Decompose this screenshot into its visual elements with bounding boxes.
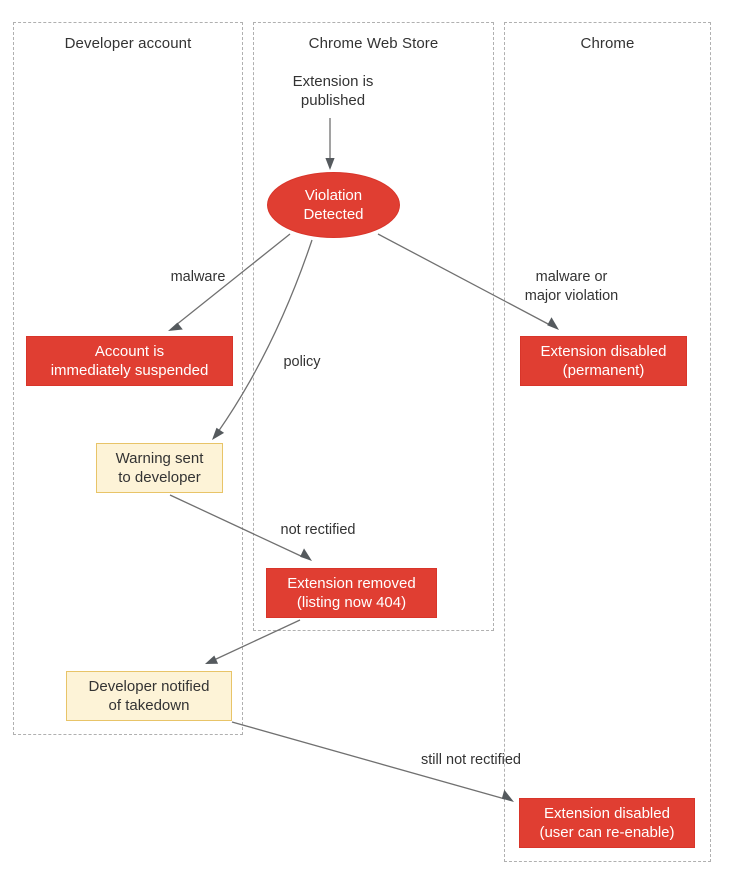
edge-label-not-rectified: not rectified <box>280 522 356 538</box>
node-developer-notified[interactable]: Developer notified of takedown <box>66 671 232 721</box>
swimlane-label-developer-account: Developer account <box>64 35 192 52</box>
swimlane-label-chrome-web-store: Chrome Web Store <box>308 35 439 52</box>
edge-label-still-not-rectified: still not rectified <box>421 752 521 768</box>
node-extension-disabled-permanent[interactable]: Extension disabled (permanent) <box>520 336 687 386</box>
edge-label-policy: policy <box>283 354 321 370</box>
swimlane-label-chrome: Chrome <box>580 35 635 52</box>
edge-label-malware-or-major-violation: malware or major violation <box>524 269 619 304</box>
node-violation-detected[interactable]: Violation Detected <box>267 172 400 238</box>
node-extension-published: Extension is published <box>292 72 374 109</box>
node-extension-removed[interactable]: Extension removed (listing now 404) <box>266 568 437 618</box>
node-extension-disabled-reenable[interactable]: Extension disabled (user can re-enable) <box>519 798 695 848</box>
node-account-suspended[interactable]: Account is immediately suspended <box>26 336 233 386</box>
node-warning-sent[interactable]: Warning sent to developer <box>96 443 223 493</box>
edge-label-malware: malware <box>170 269 226 285</box>
swimlane-chrome: Chrome <box>504 22 711 862</box>
